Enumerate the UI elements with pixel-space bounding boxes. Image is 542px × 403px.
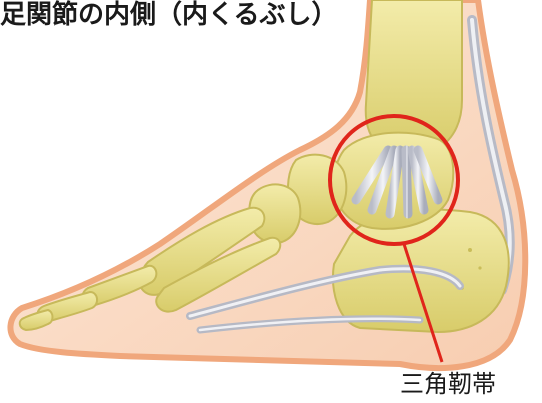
- diagram-title: 足関節の内側（内くるぶし）: [0, 0, 337, 31]
- tibia-bone: [366, 0, 462, 152]
- deltoid-ligament-label: 三角靭帯: [400, 364, 496, 399]
